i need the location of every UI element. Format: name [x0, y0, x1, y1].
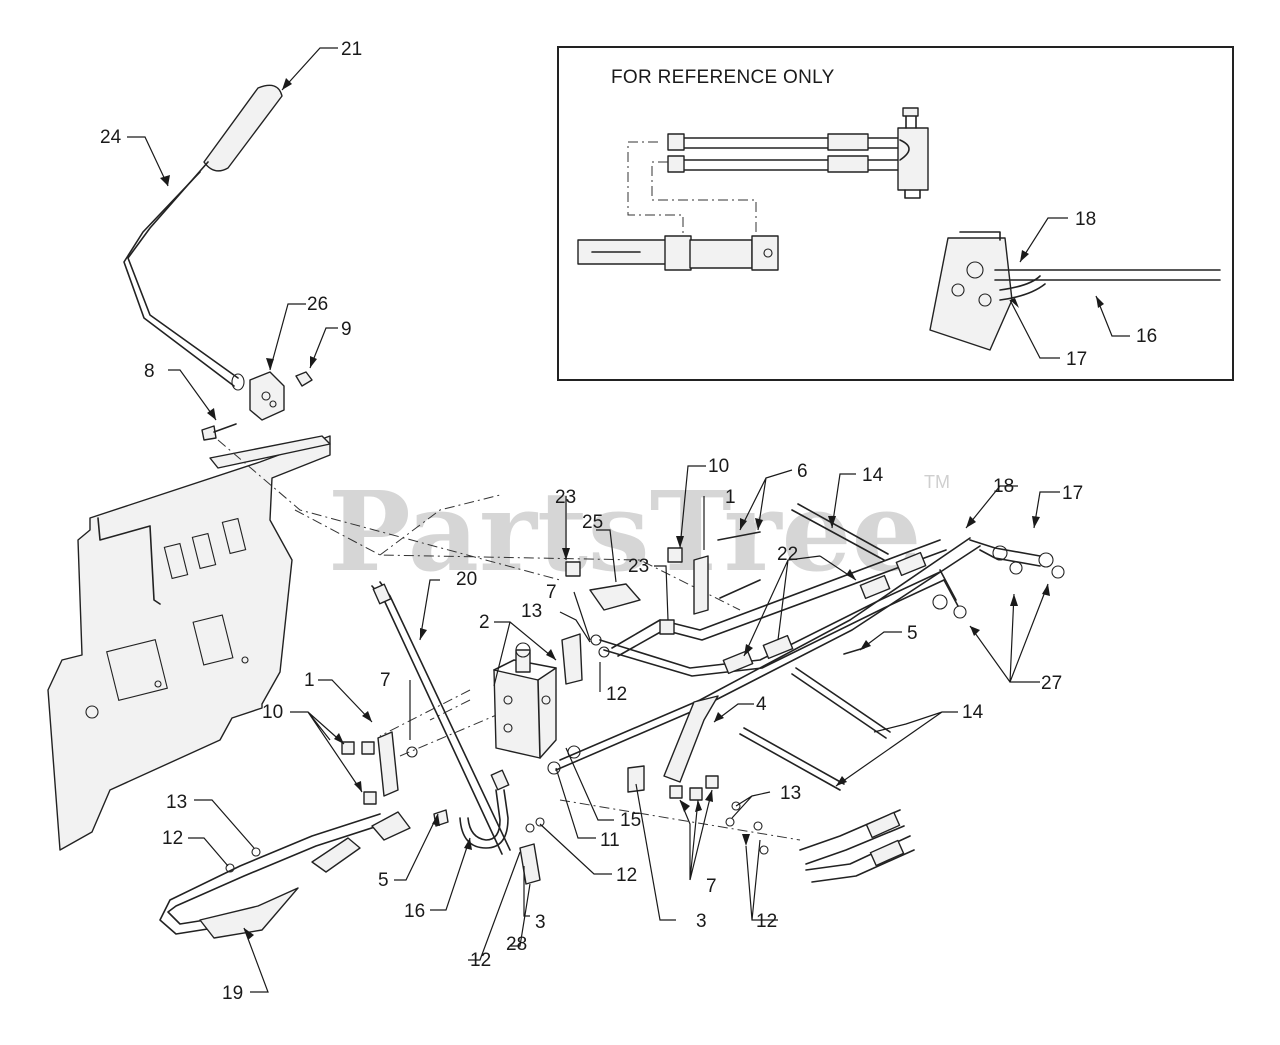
- callout-17: 17: [1062, 483, 1083, 504]
- watermark-trademark: TM: [924, 472, 950, 492]
- callout-16-ref: 16: [1136, 326, 1157, 347]
- callout-3: 3: [535, 912, 546, 933]
- callout-22: 22: [777, 544, 798, 565]
- callout-1: 1: [725, 487, 736, 508]
- callout-12-d: 12: [756, 911, 777, 932]
- callout-12-c: 12: [616, 865, 637, 886]
- callout-11: 11: [600, 830, 620, 851]
- callout-17-ref: 17: [1066, 349, 1087, 370]
- hose-u-outer: [459, 789, 509, 849]
- hose-right: [799, 809, 915, 883]
- control-lever: [123, 84, 283, 391]
- callout-3-b: 3: [696, 911, 707, 932]
- callout-9: 9: [341, 319, 352, 340]
- callout-19: 19: [222, 983, 243, 1004]
- dash-panel: [47, 435, 331, 851]
- hose-left: [159, 811, 411, 939]
- callout-1-b: 1: [304, 670, 315, 691]
- callout-12-e: 12: [470, 950, 491, 971]
- callout-4: 4: [756, 694, 767, 715]
- callout-14-b: 14: [962, 702, 984, 723]
- callout-7-c: 7: [706, 876, 717, 897]
- callout-16: 16: [404, 901, 425, 922]
- callout-13: 13: [521, 601, 542, 622]
- hardware: [225, 547, 769, 885]
- leader-lines: [127, 47, 1130, 993]
- hose-u: [467, 789, 501, 841]
- callout-5-b: 5: [378, 870, 389, 891]
- rod-upper: [791, 503, 889, 561]
- callout-14: 14: [862, 465, 884, 486]
- rod-lower: [739, 727, 845, 791]
- callout-26: 26: [307, 294, 328, 315]
- callout-13-c: 13: [166, 792, 187, 813]
- callout-7-b: 7: [380, 670, 391, 691]
- lever-bracket: [201, 371, 313, 441]
- hydraulic-lines: [371, 537, 1065, 855]
- rod-middle: [791, 667, 891, 739]
- callout-27: 27: [1041, 673, 1062, 694]
- callout-2: 2: [479, 612, 490, 633]
- callout-10: 10: [708, 456, 729, 477]
- callout-8: 8: [144, 361, 155, 382]
- callout-20: 20: [456, 569, 477, 590]
- callout-10-b: 10: [262, 702, 283, 723]
- callout-25: 25: [582, 512, 603, 533]
- callout-24: 24: [100, 127, 122, 148]
- hydraulic-valve: [493, 642, 557, 759]
- callout-21: 21: [341, 39, 362, 60]
- callout-18: 18: [993, 476, 1014, 497]
- callout-5: 5: [907, 623, 918, 644]
- callout-labels: 21 24 26 9 8 18 16 17 10 6 14 18 17 23 2…: [100, 39, 1157, 1004]
- reference-title: FOR REFERENCE ONLY: [611, 67, 835, 88]
- reference-inset: FOR REFERENCE ONLY: [557, 46, 1234, 381]
- callout-23: 23: [555, 487, 576, 508]
- callout-15: 15: [620, 810, 641, 831]
- watermark-text: PartsTree: [328, 467, 922, 596]
- arrowheads: [160, 78, 1104, 940]
- callout-18-ref: 18: [1075, 209, 1096, 230]
- callout-7: 7: [546, 582, 557, 603]
- callout-12: 12: [606, 684, 627, 705]
- mount-bracket: [209, 435, 331, 469]
- callout-12-b: 12: [162, 828, 183, 849]
- callout-6: 6: [797, 461, 808, 482]
- callout-13-b: 13: [780, 783, 801, 804]
- callout-28: 28: [506, 934, 527, 955]
- callout-23-b: 23: [628, 556, 649, 577]
